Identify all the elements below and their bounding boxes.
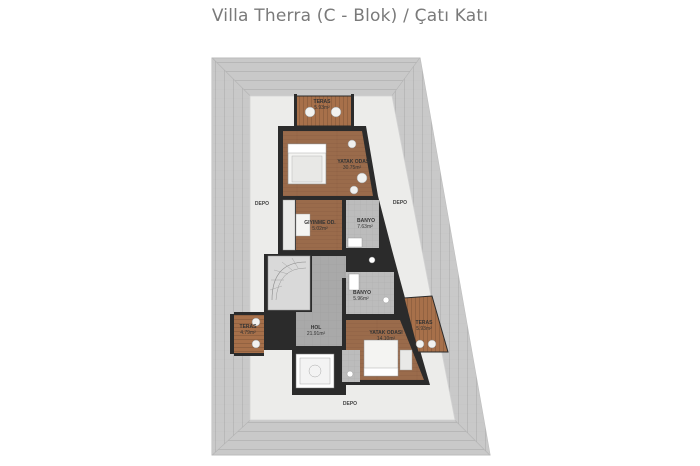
teras-right (403, 295, 449, 353)
area-yatak-odasi-1: 30.75m² (343, 165, 362, 171)
label-banyo-1: BANYO (357, 218, 375, 224)
label-teras-left: TERAS (240, 324, 258, 330)
label-hol: HOL (311, 325, 322, 331)
label-depo-bottom: DEPO (343, 401, 357, 407)
label-yatak-odasi-1: YATAK ODASI (337, 159, 371, 165)
area-banyo-1: 7.63m² (357, 224, 373, 230)
area-yatak-odasi-2: 14.10m² (377, 336, 396, 342)
label-teras-right: TERAS (416, 320, 434, 326)
label-giyinme-odasi: GIYINME OD. (304, 220, 336, 226)
label-banyo-2: BANYO (353, 290, 371, 296)
label-yatak-odasi-2: YATAK ODASI (369, 330, 403, 336)
label-depo-left: DEPO (255, 201, 269, 207)
area-teras-top: 5.93m² (314, 105, 330, 111)
label-teras-top: TERAS (314, 99, 332, 105)
page-title: Villa Therra (C - Blok) / Çatı Katı (211, 6, 489, 26)
area-teras-right: 5.93m² (416, 326, 432, 332)
label-depo-right: DEPO (393, 200, 407, 206)
area-teras-left: 4.79m² (240, 330, 256, 336)
area-hol: 21.91m² (307, 331, 326, 337)
area-banyo-2: 5.96m² (353, 296, 369, 302)
area-giyinme-odasi: 5.02m² (312, 226, 328, 232)
